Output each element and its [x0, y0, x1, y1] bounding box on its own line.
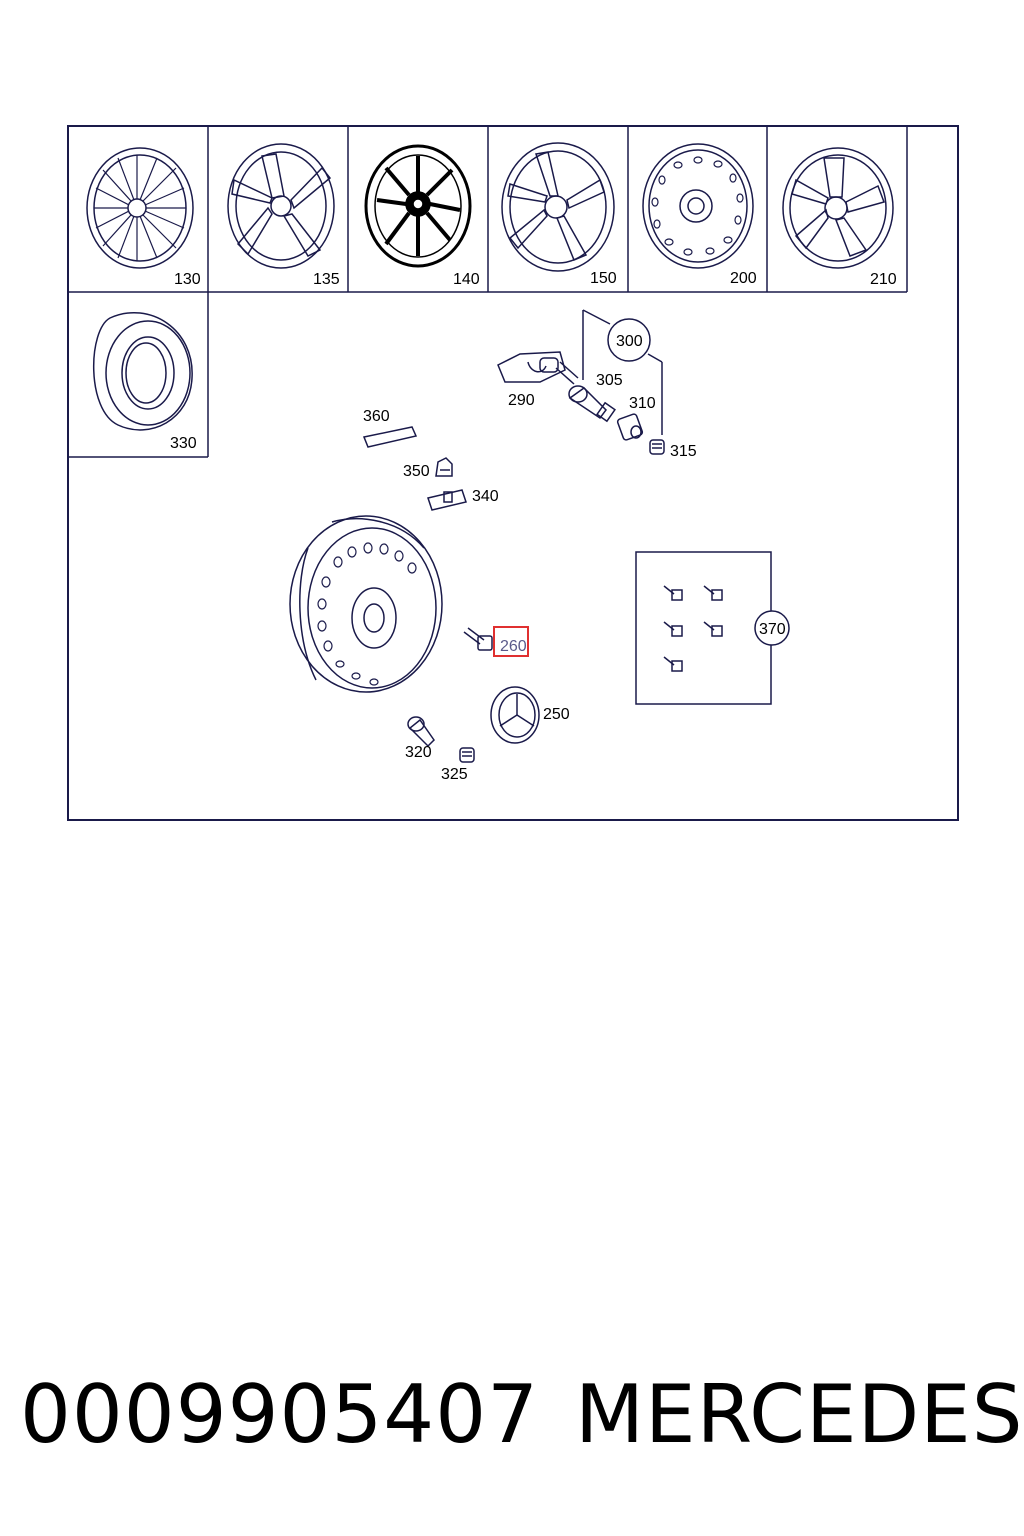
balance-weight-icon[interactable]	[362, 426, 418, 448]
part-label-305: 305	[596, 372, 623, 389]
caption-bar: 0009905407 MERCEDES	[0, 1360, 1024, 1470]
bolt-set-icon[interactable]	[635, 551, 772, 705]
valve-cap-icon[interactable]	[649, 439, 665, 455]
tile-label-210: 210	[870, 271, 897, 288]
main-steel-wheel-icon[interactable]	[289, 515, 443, 693]
clip-icon[interactable]	[435, 457, 453, 477]
multi-spoke-wheel-icon[interactable]	[86, 147, 194, 269]
part-label-300: 300	[616, 333, 643, 350]
diagram-frame	[67, 125, 959, 821]
part-label-360: 360	[363, 408, 390, 425]
twin-spoke-wheel-icon[interactable]	[227, 143, 335, 269]
part-label-315: 315	[670, 443, 697, 460]
valve-stem-icon[interactable]	[568, 385, 616, 423]
callout-circle-370	[754, 610, 790, 646]
adhesive-weight-icon[interactable]	[427, 489, 467, 511]
part-label-350: 350	[403, 463, 430, 480]
tire-valve-icon[interactable]	[407, 716, 435, 748]
tile-label-150: 150	[590, 270, 617, 287]
part-label-310: 310	[629, 395, 656, 412]
part-label-325: 325	[441, 766, 468, 783]
wheel-tile-row	[68, 126, 908, 458]
part-label-320: 320	[405, 744, 432, 761]
valve-nut-icon[interactable]	[616, 413, 644, 441]
five-twin-spoke-wheel-icon[interactable]	[501, 142, 615, 272]
part-label-250: 250	[543, 706, 570, 723]
tile-label-130: 130	[174, 271, 201, 288]
tpms-sensor-icon[interactable]	[497, 351, 579, 385]
part-number: 0009905407	[20, 1368, 539, 1461]
tire-icon[interactable]	[93, 312, 193, 431]
wheel-bolt-icon[interactable]	[463, 627, 493, 651]
valve-cap-icon[interactable]	[459, 747, 475, 763]
parts-diagram: 130 135 140 150	[67, 125, 959, 821]
circled-callout-icon[interactable]	[607, 318, 651, 362]
brand-name: MERCEDES	[575, 1368, 1024, 1461]
tile-label-200: 200	[730, 270, 757, 287]
callout-bracket-300	[582, 309, 663, 435]
tile-label-330: 330	[170, 435, 197, 452]
black-multi-spoke-wheel-icon[interactable]	[364, 144, 472, 268]
tile-label-135: 135	[313, 271, 340, 288]
part-label-370: 370	[759, 621, 786, 638]
five-spoke-wheel-icon[interactable]	[782, 147, 894, 269]
part-label-260: 260	[500, 638, 527, 655]
part-label-340: 340	[472, 488, 499, 505]
hub-cap-icon[interactable]	[490, 686, 540, 744]
highlight-box-260[interactable]	[493, 626, 529, 657]
steel-wheel-icon[interactable]	[642, 143, 754, 269]
part-label-290: 290	[508, 392, 535, 409]
tile-label-140: 140	[453, 271, 480, 288]
